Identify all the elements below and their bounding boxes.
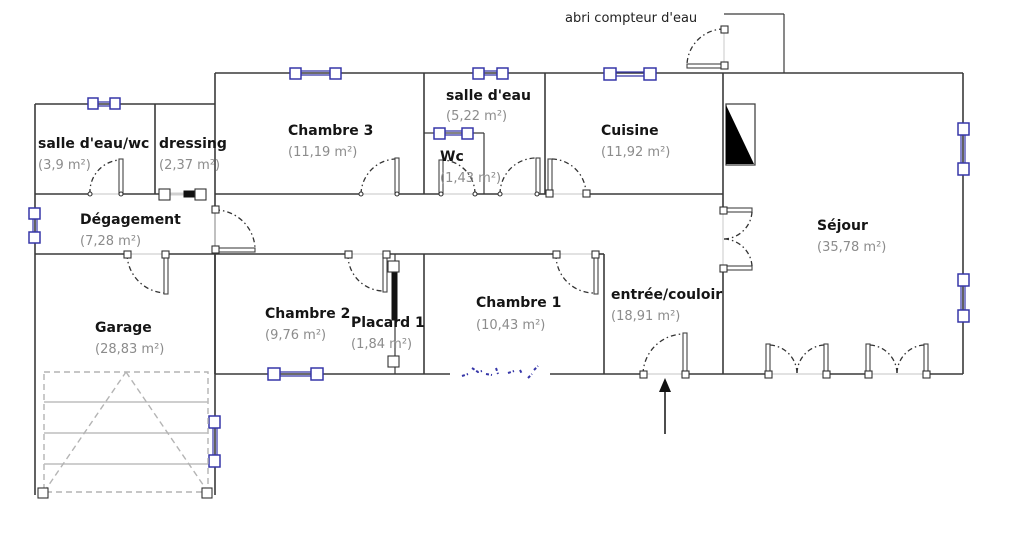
room-area-chambre-1: (10,43 m²)	[476, 318, 545, 333]
door-sejour-french-1	[764, 343, 831, 379]
window-cuisine	[603, 67, 657, 81]
door-wc	[438, 159, 478, 197]
window-degagement	[28, 207, 41, 244]
chimney-symbol	[725, 103, 756, 166]
room-area-degagement: (7,28 m²)	[80, 234, 141, 249]
room-area-chambre-2: (9,76 m²)	[265, 328, 326, 343]
window-salle-eau	[472, 67, 509, 80]
room-name-chambre-2: Chambre 2	[265, 306, 350, 322]
door-dressing	[158, 188, 207, 201]
window-wc	[433, 127, 474, 140]
room-name-chambre-1: Chambre 1	[476, 295, 561, 311]
door-sejour-french-2	[864, 343, 931, 379]
garage-door-symbol	[37, 371, 213, 499]
door-salle-eau-wc	[87, 158, 124, 197]
entrance-arrow-icon	[659, 378, 671, 434]
doors	[87, 25, 931, 379]
door-cuisine	[545, 158, 591, 198]
door-entree	[639, 332, 690, 379]
room-area-dressing: (2,37 m²)	[159, 158, 220, 173]
room-area-sejour: (35,78 m²)	[817, 240, 886, 255]
room-area-placard-1: (1,84 m²)	[351, 337, 412, 352]
door-abri-compteur	[686, 25, 729, 70]
room-area-chambre-3: (11,19 m²)	[288, 145, 357, 160]
door-sejour-double	[719, 206, 753, 273]
room-name-placard-1: Placard 1	[351, 315, 425, 331]
door-chambre-3	[358, 157, 400, 197]
window-sejour-1	[957, 122, 970, 176]
window-chambre-3	[289, 67, 342, 80]
room-name-wc: Wc	[440, 149, 464, 165]
room-name-degagement: Dégagement	[80, 212, 181, 228]
room-name-garage: Garage	[95, 320, 152, 336]
door-chambre-1	[552, 250, 600, 295]
room-name-cuisine: Cuisine	[601, 123, 659, 139]
window-sejour-2	[957, 273, 970, 323]
room-labels: abri compteur d'eau salle d'eau/wc (3,9 …	[38, 11, 886, 357]
water-meter-label: abri compteur d'eau	[565, 11, 697, 26]
door-degagement-right	[211, 205, 256, 254]
room-area-garage: (28,83 m²)	[95, 342, 164, 357]
room-name-entree-couloir: entrée/couloir	[611, 287, 722, 303]
door-salle-eau	[497, 157, 541, 197]
room-area-cuisine: (11,92 m²)	[601, 145, 670, 160]
windows	[28, 67, 970, 468]
room-name-salle-eau-wc: salle d'eau/wc	[38, 136, 149, 152]
door-placard-1	[387, 260, 400, 368]
room-name-salle-eau: salle d'eau	[446, 88, 531, 104]
window-chambre-1	[461, 365, 539, 379]
window-garage	[208, 415, 221, 468]
room-name-chambre-3: Chambre 3	[288, 123, 373, 139]
window-salle-eau-wc	[87, 97, 121, 110]
room-area-salle-eau: (5,22 m²)	[446, 109, 507, 124]
door-garage	[123, 250, 170, 295]
room-area-entree-couloir: (18,91 m²)	[611, 309, 680, 324]
room-area-wc: (1,43 m²)	[440, 171, 501, 186]
room-name-dressing: dressing	[159, 136, 227, 152]
door-chambre-2	[344, 250, 391, 293]
window-chambre-2	[267, 367, 324, 381]
room-area-salle-eau-wc: (3,9 m²)	[38, 158, 91, 173]
room-name-sejour: Séjour	[817, 218, 868, 234]
